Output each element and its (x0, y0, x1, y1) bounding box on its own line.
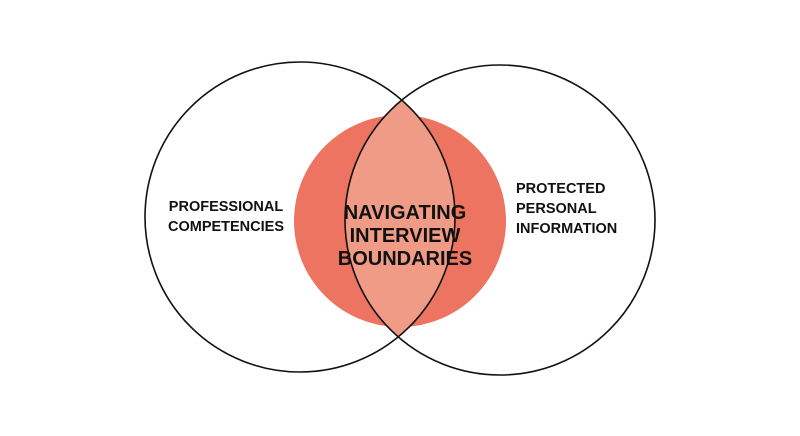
center-label-line: BOUNDARIES (338, 248, 472, 270)
left-label-line: COMPETENCIES (168, 219, 284, 235)
left-label-line: PROFESSIONAL (169, 199, 284, 215)
right-circle (344, 64, 656, 376)
right-label-line: PERSONAL (516, 201, 597, 217)
right-label-line: PROTECTED (516, 181, 605, 197)
center-label: NAVIGATING INTERVIEW BOUNDARIES (338, 202, 472, 270)
center-label-line: NAVIGATING (344, 202, 467, 224)
left-circle (144, 61, 456, 373)
left-set-label: PROFESSIONAL COMPETENCIES (168, 199, 284, 235)
right-label-line: INFORMATION (516, 221, 617, 237)
overlap-region (345, 65, 455, 372)
right-set-label: PROTECTED PERSONAL INFORMATION (516, 181, 617, 237)
center-label-line: INTERVIEW (350, 225, 461, 247)
